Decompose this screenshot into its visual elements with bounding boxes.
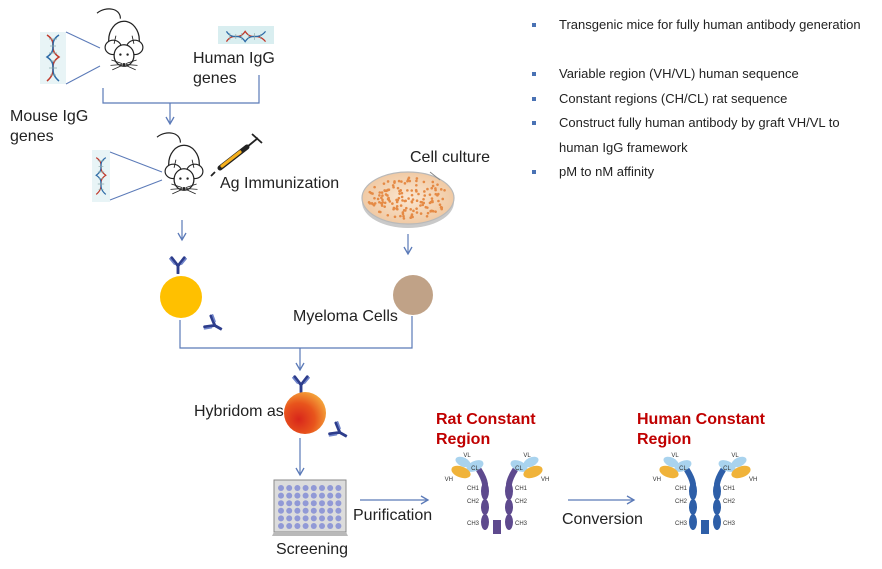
- ch2-domain: [689, 499, 697, 515]
- screening-label: Screening: [276, 541, 349, 558]
- ch2-domain: [505, 499, 513, 515]
- ch3-domain: [713, 514, 721, 530]
- cl-domain: [718, 460, 736, 472]
- vl-domain: [455, 456, 471, 468]
- petri-dish-icon: [361, 171, 455, 228]
- donor-mouse-icon: [96, 8, 144, 71]
- domain-label: CH2: [467, 499, 480, 505]
- domain-label: CL: [471, 466, 479, 472]
- ch2-domain: [713, 499, 721, 515]
- mouse-igg-genes-label: Mouse IgG genes: [10, 108, 89, 145]
- ch1-domain: [481, 482, 489, 500]
- domain-label: CH2: [515, 499, 528, 505]
- domain-label: CL: [515, 466, 523, 472]
- hinge: [506, 467, 518, 487]
- vh-domain: [731, 465, 751, 479]
- human-constant-title: Human Constant Region: [637, 411, 765, 448]
- ch1-domain: [505, 482, 513, 500]
- cell-culture-label: Cell culture: [410, 149, 491, 166]
- conversion-label: Conversion: [562, 511, 643, 528]
- ch3-domain: [505, 514, 513, 530]
- mouse-dna-icon: [40, 31, 101, 85]
- transgenic-dna-icon: [92, 150, 163, 202]
- rat-constant-title: Rat Constant Region: [436, 411, 536, 448]
- domain-label: CH1: [723, 486, 736, 492]
- ch1-domain: [713, 482, 721, 500]
- b-cell: [160, 276, 202, 318]
- cl-domain: [674, 460, 692, 472]
- domain-label: CH2: [723, 499, 736, 505]
- domain-label: VH: [749, 477, 757, 483]
- domain-label: CH3: [515, 521, 528, 527]
- cl-domain: [466, 460, 484, 472]
- well-plate-icon: [272, 479, 348, 536]
- domain-label: VL: [463, 453, 471, 459]
- vl-domain: [731, 456, 747, 468]
- domain-label: CH3: [675, 521, 688, 527]
- domain-label: CH3: [723, 521, 736, 527]
- domain-label: CH1: [675, 486, 688, 492]
- ch2-domain: [481, 499, 489, 515]
- domain-label: CH2: [675, 499, 688, 505]
- domain-label: CH3: [467, 521, 480, 527]
- domain-label: VH: [653, 477, 661, 483]
- vh-domain: [523, 465, 543, 479]
- human-igg-genes-label: Human IgG genes: [193, 50, 275, 87]
- domain-label: VH: [541, 477, 549, 483]
- vh-domain: [659, 465, 679, 479]
- ch3-domain: [481, 514, 489, 530]
- hybridoma-cell: [284, 392, 326, 434]
- domain-label: VL: [523, 453, 531, 459]
- myeloma-cells-label: Myeloma Cells: [293, 308, 398, 325]
- hinge: [476, 467, 488, 487]
- myeloma-cell: [393, 275, 433, 315]
- domain-label: CL: [723, 466, 731, 472]
- vl-domain: [523, 456, 539, 468]
- ag-immunization-label: Ag Immunization: [220, 175, 340, 192]
- fc-stem: [701, 520, 709, 534]
- hinge: [684, 467, 696, 487]
- b-cell-group: [160, 256, 227, 338]
- human-dna-icon: [218, 26, 274, 44]
- purification-label: Purification: [353, 507, 433, 524]
- fc-stem: [493, 520, 501, 534]
- ch1-domain: [689, 482, 697, 500]
- domain-label: CH1: [515, 486, 528, 492]
- domain-label: VL: [731, 453, 739, 459]
- antibody-icon: [169, 256, 187, 274]
- syringe-icon: [210, 133, 263, 177]
- hinge: [714, 467, 726, 487]
- hybridomas-label: Hybridom as: [194, 403, 284, 420]
- domain-label: CL: [679, 466, 687, 472]
- connector-lines: [102, 75, 636, 505]
- hybridoma-group: [284, 375, 352, 445]
- transgenic-mouse-icon: [156, 132, 204, 195]
- domain-label: VH: [445, 477, 453, 483]
- ch3-domain: [689, 514, 697, 530]
- cl-domain: [510, 460, 528, 472]
- vh-domain: [451, 465, 471, 479]
- domain-label: VL: [671, 453, 679, 459]
- vl-domain: [663, 456, 679, 468]
- domain-label: CH1: [467, 486, 480, 492]
